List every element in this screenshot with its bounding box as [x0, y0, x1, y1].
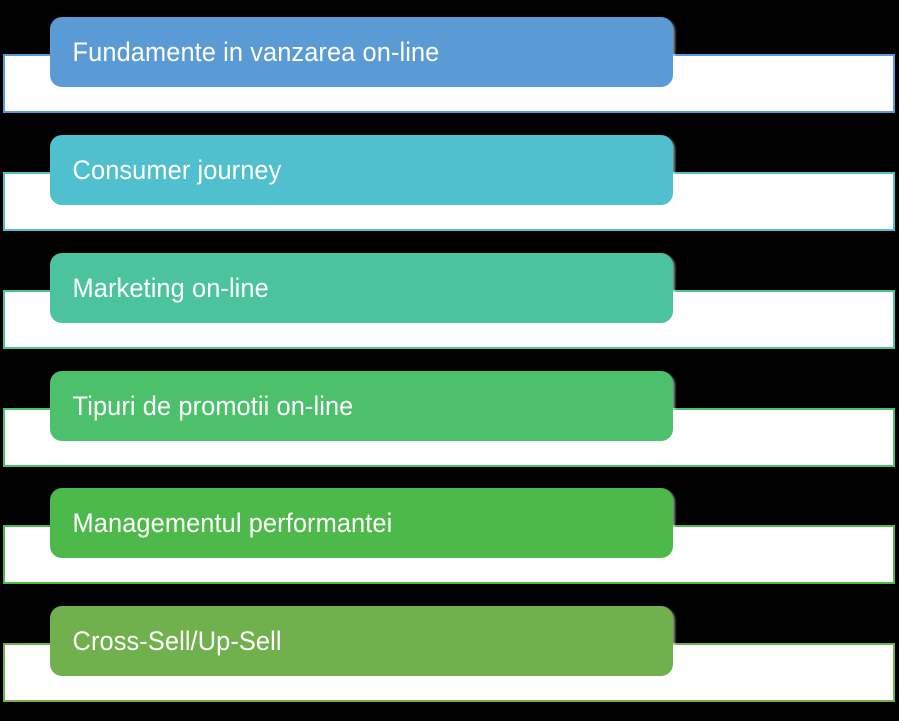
process-step-label: Consumer journey: [72, 154, 282, 185]
process-row: Marketing on-line: [0, 236, 899, 356]
process-row: Cross-Sell/Up-Sell: [0, 589, 899, 709]
process-row: Consumer journey: [0, 118, 899, 238]
process-step-label: Fundamente in vanzarea on-line: [72, 36, 440, 67]
process-step-pill[interactable]: Consumer journey: [50, 135, 673, 205]
process-step-pill[interactable]: Fundamente in vanzarea on-line: [50, 17, 673, 87]
process-row: Fundamente in vanzarea on-line: [0, 0, 899, 120]
process-step-pill[interactable]: Marketing on-line: [50, 253, 673, 323]
process-step-label: Tipuri de promotii on-line: [72, 390, 354, 421]
process-step-pill[interactable]: Tipuri de promotii on-line: [50, 371, 673, 441]
process-step-label: Cross-Sell/Up-Sell: [72, 625, 282, 656]
process-step-pill[interactable]: Managementul performantei: [50, 488, 673, 558]
process-step-label: Managementul performantei: [72, 507, 393, 538]
process-step-pill[interactable]: Cross-Sell/Up-Sell: [50, 606, 673, 676]
process-step-label: Marketing on-line: [72, 272, 269, 303]
process-row: Managementul performantei: [0, 471, 899, 591]
process-row: Tipuri de promotii on-line: [0, 354, 899, 474]
